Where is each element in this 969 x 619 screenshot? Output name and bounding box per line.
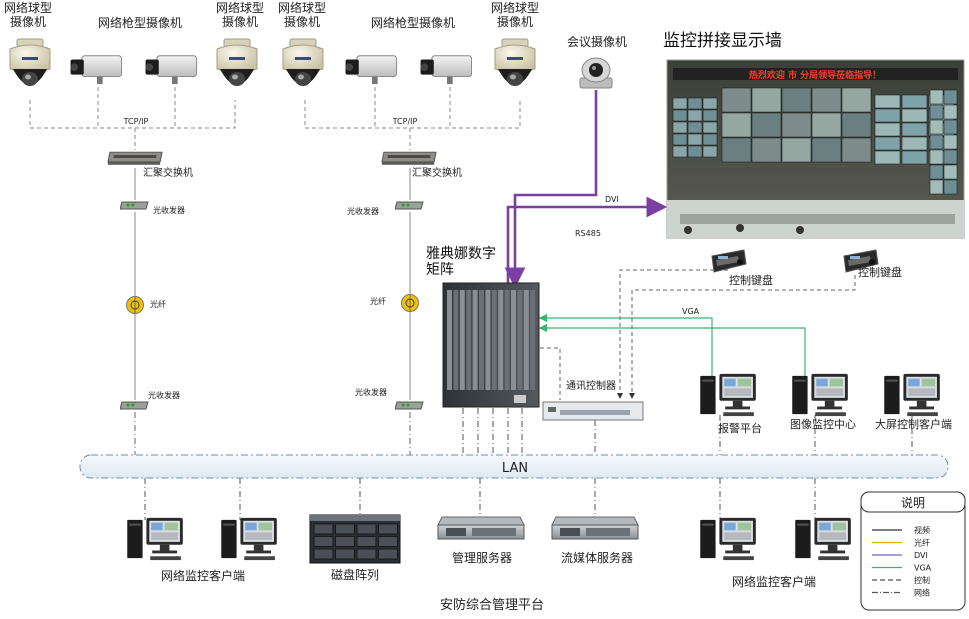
transceiver-bottom-1-label: 光收发器 bbox=[148, 390, 180, 400]
streaming-server-icon bbox=[551, 516, 639, 540]
camera-network-links bbox=[29, 80, 521, 150]
legend-label: DVI bbox=[914, 551, 928, 560]
dvi-label: DVI bbox=[605, 195, 619, 204]
dome-camera-1-label: 网络球型摄像机 bbox=[4, 0, 52, 29]
matrix-device bbox=[442, 282, 540, 408]
switch-icon bbox=[381, 151, 437, 166]
legend-label: 光纤 bbox=[914, 538, 930, 548]
fiber-icon bbox=[400, 293, 420, 313]
workstation-icon bbox=[795, 517, 851, 561]
bullet-camera-icon bbox=[420, 55, 473, 85]
control-links bbox=[540, 269, 856, 400]
bullet-camera-group-1-label: 网络枪型摄像机 bbox=[98, 15, 182, 30]
big-screen-client-label: 大屏控制客户端 bbox=[875, 417, 952, 431]
disk-bays bbox=[313, 523, 398, 560]
dome-camera-icon bbox=[494, 38, 536, 87]
legend-label: 控制 bbox=[914, 575, 930, 585]
bullet-camera-group-2-label: 网络枪型摄像机 bbox=[371, 15, 455, 30]
wall-screens bbox=[672, 87, 958, 195]
bullet-camera-icon bbox=[145, 55, 198, 85]
dome-camera-2-label: 网络球型摄像机 bbox=[216, 0, 264, 29]
network-labels: TCP/IP TCP/IP bbox=[123, 117, 418, 126]
dome-camera-4-label: 网络球型摄像机 bbox=[491, 0, 539, 29]
video-wall-title: 监控拼接显示墙 bbox=[663, 31, 782, 51]
streaming-server-label: 流媒体服务器 bbox=[561, 550, 633, 565]
comm-controller-device bbox=[542, 401, 644, 421]
alarm-platform-label: 报警平台 bbox=[718, 421, 762, 435]
dome-camera-3-label: 网络球型摄像机 bbox=[278, 0, 326, 29]
lan-bottom-drops bbox=[144, 478, 816, 520]
bullet-camera-icon bbox=[70, 55, 123, 85]
dome-camera-icon bbox=[282, 38, 324, 87]
workstation-icon bbox=[127, 517, 183, 561]
switch-2-label: 汇聚交换机 bbox=[412, 166, 462, 179]
workstation-icon bbox=[221, 517, 277, 561]
fiber-icon bbox=[125, 295, 145, 315]
transceiver-icon bbox=[120, 201, 149, 210]
comm-controller-label: 通讯控制器 bbox=[566, 379, 616, 392]
workstation-icon bbox=[700, 373, 756, 417]
switch-icon bbox=[107, 151, 163, 166]
meeting-camera bbox=[579, 57, 613, 89]
vga-links bbox=[538, 313, 806, 378]
tcpip-label-2: TCP/IP bbox=[392, 117, 418, 126]
keyboard-2-label: 控制键盘 bbox=[858, 265, 902, 279]
client-left-label: 网络监控客户端 bbox=[161, 568, 245, 583]
fiber-1-label: 光纤 bbox=[150, 299, 166, 309]
legend-label: 网络 bbox=[914, 588, 930, 598]
client-right-label: 网络监控客户端 bbox=[732, 574, 816, 589]
disk-array-label: 磁盘阵列 bbox=[331, 567, 379, 582]
matrix-label: 雅典娜数字矩阵 bbox=[426, 246, 496, 278]
rs485-label: RS485 bbox=[575, 229, 601, 238]
lan-bus: LAN bbox=[79, 454, 949, 479]
meeting-camera-label: 会议摄像机 bbox=[567, 34, 627, 49]
dome-camera-icon bbox=[9, 38, 51, 87]
workstation-icon bbox=[884, 373, 940, 417]
management-server-icon bbox=[437, 516, 525, 540]
vga-label: VGA bbox=[682, 307, 700, 316]
transceiver-icon bbox=[395, 201, 424, 210]
keyboard-1-label: 控制键盘 bbox=[729, 273, 773, 287]
transceiver-icon bbox=[120, 401, 149, 410]
tcpip-label-1: TCP/IP bbox=[123, 117, 149, 126]
workstation-icon bbox=[700, 517, 756, 561]
camera-labels: 网络球型摄像机 网络枪型摄像机 网络球型摄像机 网络球型摄像机 网络枪型摄像机 … bbox=[4, 0, 627, 49]
monitor-center-label: 图像监控中心 bbox=[790, 417, 856, 431]
dome-camera-icon bbox=[216, 38, 258, 87]
transceiver-icon bbox=[395, 401, 424, 410]
transceiver-top-2-label: 光收发器 bbox=[347, 206, 379, 216]
platform-title: 安防综合管理平台 bbox=[440, 597, 544, 613]
bullet-camera-icon bbox=[345, 55, 398, 85]
transceiver-bottom-2-label: 光收发器 bbox=[355, 387, 387, 397]
transceiver-lan-drops bbox=[134, 412, 411, 455]
fiber-backbone bbox=[134, 168, 411, 400]
dvi-links bbox=[504, 90, 668, 289]
disk-array-device bbox=[309, 514, 401, 564]
keyboard-icon bbox=[711, 249, 747, 273]
camera-group-1 bbox=[9, 38, 258, 87]
workstation-icon bbox=[792, 373, 848, 417]
transceiver-top-1-label: 光收发器 bbox=[153, 205, 185, 215]
camera-group-2 bbox=[282, 38, 536, 87]
legend-label: VGA bbox=[914, 564, 932, 573]
management-server-label: 管理服务器 bbox=[452, 550, 512, 565]
legend-title: 说明 bbox=[901, 495, 925, 510]
video-wall-banner: 热烈欢迎 市 分局领导莅临指导！ bbox=[749, 69, 881, 81]
legend-label: 视频 bbox=[914, 525, 930, 535]
fiber-2-label: 光纤 bbox=[370, 296, 386, 306]
matrix-lan-drops bbox=[462, 408, 913, 455]
matrix-slots bbox=[447, 290, 536, 390]
switch-1-label: 汇聚交换机 bbox=[143, 166, 193, 179]
video-wall-photo: 热烈欢迎 市 分局领导莅临指导！ bbox=[666, 59, 965, 239]
lan-label: LAN bbox=[502, 461, 528, 476]
